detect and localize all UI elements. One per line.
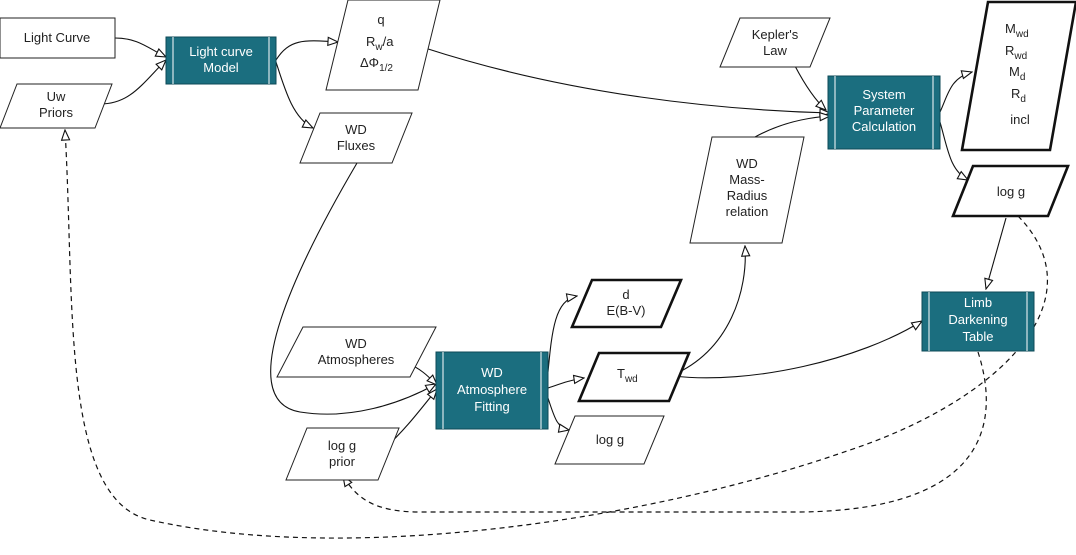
node-dphi-label: ΔΦ1/2 <box>360 55 393 74</box>
edge-uwpriors-to-model <box>99 60 166 105</box>
node-log-g-output: log g <box>951 164 1070 218</box>
node-limb-label-3: Table <box>962 329 993 344</box>
node-light-curve-model-label-2: Model <box>203 60 239 75</box>
edge-sysparam-to-results <box>939 72 972 113</box>
node-d-label: d <box>622 287 629 302</box>
node-sysparam-label-1: System <box>862 87 905 102</box>
node-log-g-prior-label-1: log g <box>328 438 356 453</box>
node-t-wd: Twd <box>577 351 691 403</box>
node-keplers-law: Kepler's Law <box>719 17 831 68</box>
node-rd-label: Rd <box>1011 86 1026 105</box>
node-system-parameter-calculation: System Parameter Calculation <box>827 75 941 150</box>
node-wd-fluxes: WD Fluxes <box>299 112 413 164</box>
node-q-label: q <box>377 12 384 27</box>
node-uw-priors: Uw Priors <box>0 83 113 129</box>
node-limb-darkening-table: Limb Darkening Table <box>921 291 1035 352</box>
node-wd-atmospheres-label-1: WD <box>345 336 367 351</box>
node-sysparam-label-3: Calculation <box>852 119 916 134</box>
node-q-params: q Rw/a ΔΦ1/2 <box>325 0 441 91</box>
node-d-ebv: d E(B-V) <box>570 278 683 329</box>
node-wd-atmospheres: WD Atmospheres <box>276 326 437 378</box>
node-limb-label-1: Limb <box>964 295 992 310</box>
edge-logg-to-uwpriors-dashed <box>65 130 1049 539</box>
node-uw-priors-label-2: Priors <box>39 105 73 120</box>
edge-fitting-to-twd <box>547 378 584 389</box>
node-md-label: Md <box>1009 64 1025 83</box>
node-log-g-output-label: log g <box>997 184 1025 199</box>
edge-model-to-wdfluxes <box>275 61 313 128</box>
node-mass-radius-label-1: WD <box>736 156 758 171</box>
edge-sysparam-to-logg <box>939 121 968 180</box>
node-incl-label: incl <box>1010 112 1030 127</box>
node-light-curve: Light Curve <box>0 17 116 59</box>
node-light-curve-model-label-1: Light curve <box>189 44 253 59</box>
edge-fitting-to-debv <box>547 296 577 373</box>
node-log-g-prior-label-2: prior <box>329 454 356 469</box>
edge-kepler-to-sysparam <box>794 65 826 110</box>
node-system-results: Mwd Rwd Md Rd incl <box>960 0 1076 152</box>
node-fitting-label-3: Fitting <box>474 399 509 414</box>
node-light-curve-label: Light Curve <box>24 30 90 45</box>
node-mass-radius-label-4: relation <box>726 204 769 219</box>
edge-logg-to-limb <box>986 217 1007 289</box>
node-mass-radius-label-2: Mass- <box>729 172 764 187</box>
node-fitting-label-2: Atmosphere <box>457 382 527 397</box>
edge-lightcurve-to-model <box>114 37 166 57</box>
node-uw-priors-label-1: Uw <box>47 89 66 104</box>
node-t-wd-label: Twd <box>617 366 638 385</box>
node-mass-radius-label-3: Radius <box>727 188 768 203</box>
edge-wdfluxes-to-fitting <box>270 162 436 415</box>
node-keplers-law-label-2: Law <box>763 43 787 58</box>
node-fitting-label-1: WD <box>481 365 503 380</box>
edge-twd-to-limb <box>672 321 922 379</box>
edge-twd-to-massradius <box>672 246 745 376</box>
node-mwd-label: Mwd <box>1005 21 1029 40</box>
edge-limb-to-loggprior-dashed <box>343 351 987 513</box>
node-wd-fluxes-label-1: WD <box>345 122 367 137</box>
node-ebv-label: E(B-V) <box>607 303 646 318</box>
edge-massradius-to-sysparam <box>754 116 830 138</box>
node-rwd-label: Rwd <box>1005 43 1027 62</box>
edge-model-to-qparams <box>275 41 338 61</box>
edge-fitting-to-loggbottom <box>547 397 569 430</box>
node-wd-atmospheres-label-2: Atmospheres <box>318 352 395 367</box>
node-log-g-prior: log g prior <box>285 427 400 481</box>
node-light-curve-model: Light curve Model <box>165 36 277 85</box>
node-wd-atmosphere-fitting: WD Atmosphere Fitting <box>435 351 549 430</box>
node-log-g-fit-label: log g <box>596 432 624 447</box>
node-keplers-law-label-1: Kepler's <box>752 27 799 42</box>
node-wd-fluxes-label-2: Fluxes <box>337 138 376 153</box>
node-log-g-fit: log g <box>554 415 665 465</box>
node-limb-label-2: Darkening <box>948 312 1007 327</box>
node-sysparam-label-2: Parameter <box>854 103 915 118</box>
edge-qparams-to-sysparam <box>424 47 830 113</box>
node-rw-a-label: Rw/a <box>366 34 394 53</box>
node-wd-mass-radius: WD Mass- Radius relation <box>689 136 805 244</box>
